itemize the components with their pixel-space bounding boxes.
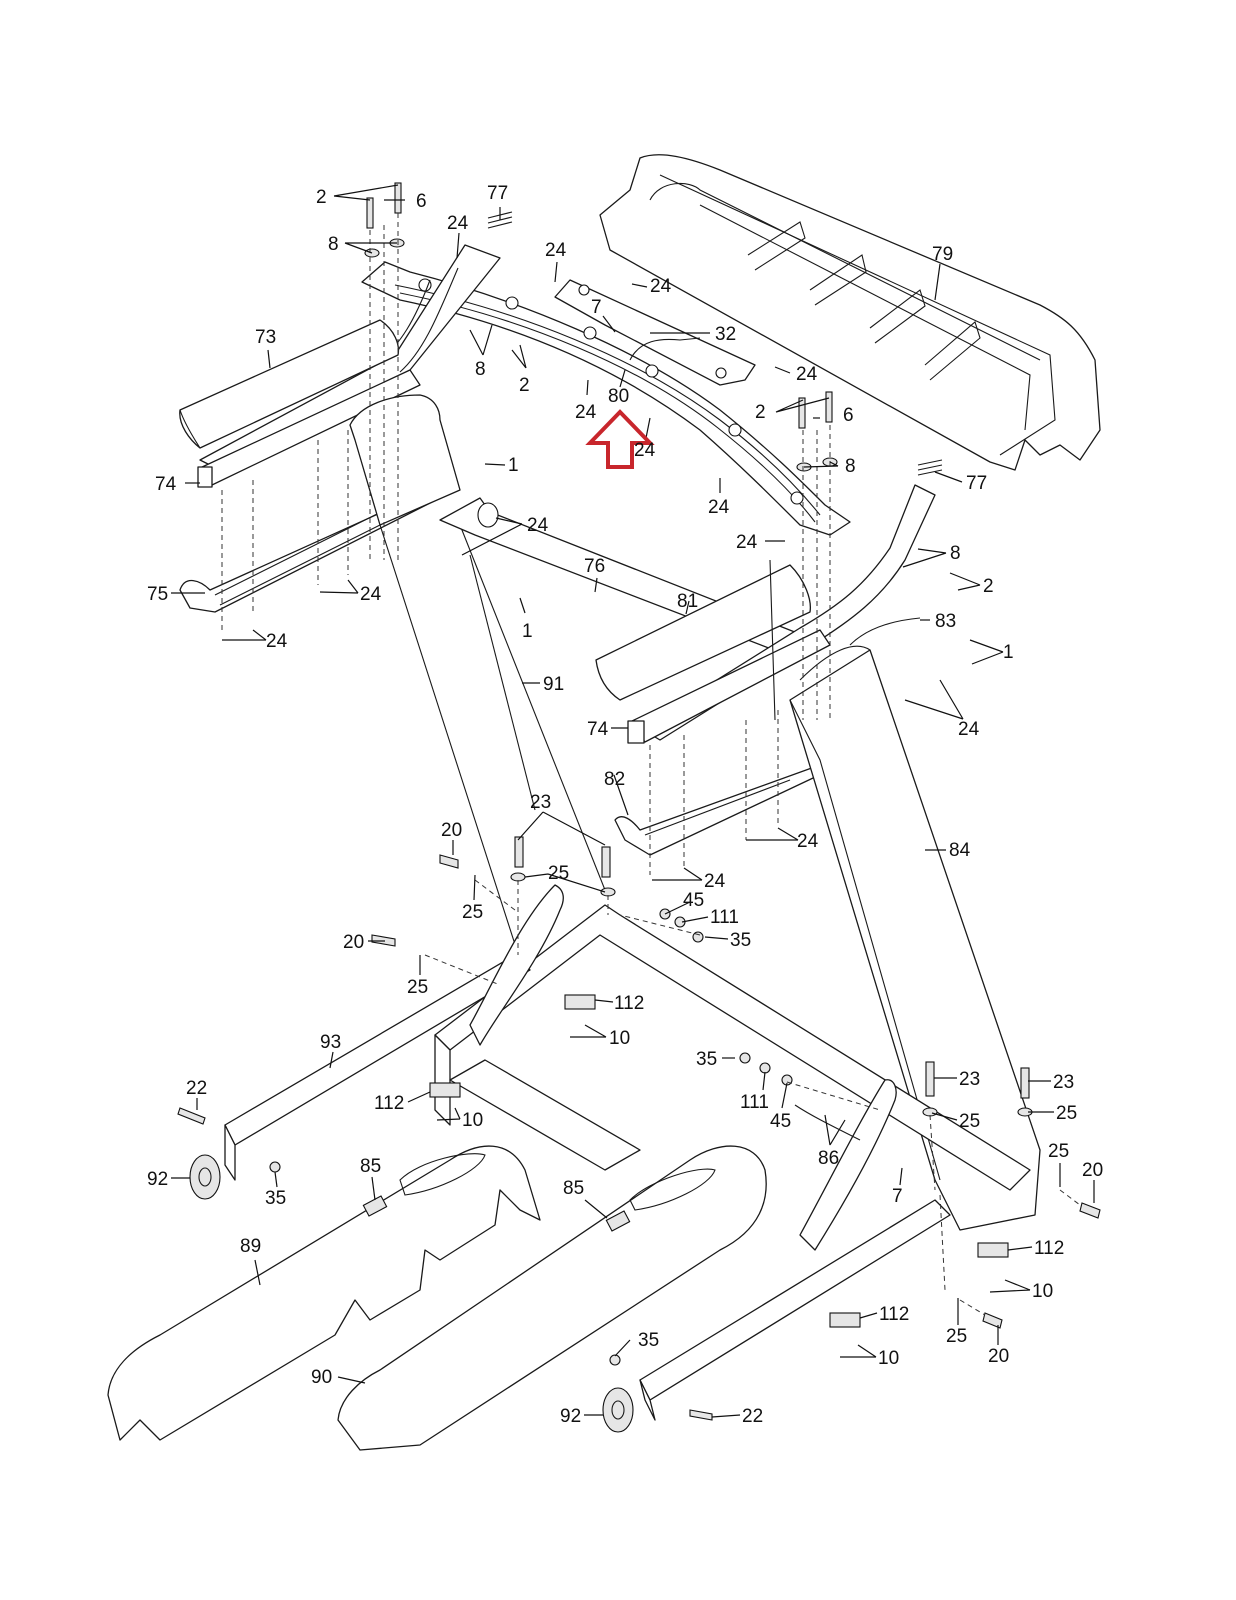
callout-24: 24	[736, 532, 758, 553]
callout-93: 93	[320, 1032, 341, 1053]
callout-91: 91	[543, 674, 564, 695]
callout-82: 82	[604, 769, 625, 790]
callout-6: 6	[843, 405, 854, 426]
callout-85: 85	[563, 1178, 584, 1199]
callout-85: 85	[360, 1156, 381, 1177]
callout-45: 45	[683, 890, 704, 911]
callout-10: 10	[609, 1028, 630, 1049]
right-upright	[595, 484, 1041, 1231]
callout-112: 112	[374, 1093, 404, 1114]
callout-84: 84	[949, 840, 971, 861]
callout-112: 112	[614, 993, 644, 1014]
callout-83: 83	[935, 611, 956, 632]
callout-92: 92	[147, 1169, 168, 1190]
callout-112: 112	[879, 1304, 909, 1325]
callout-25: 25	[462, 902, 483, 923]
callout-89: 89	[240, 1236, 261, 1257]
callout-8: 8	[845, 456, 856, 477]
callout-111: 111	[740, 1092, 769, 1113]
callout-25: 25	[548, 863, 569, 884]
callout-35: 35	[638, 1330, 659, 1351]
leader-lines	[171, 184, 1095, 1418]
callout-24: 24	[650, 276, 672, 297]
callout-24: 24	[527, 515, 549, 536]
callout-24: 24	[704, 871, 726, 892]
callout-7: 7	[591, 297, 602, 318]
callout-24: 24	[447, 213, 469, 234]
left-upright	[179, 244, 606, 961]
callout-80: 80	[608, 386, 629, 407]
callout-25: 25	[959, 1111, 980, 1132]
callout-25: 25	[1048, 1141, 1069, 1162]
callout-24: 24	[796, 364, 818, 385]
callout-74: 74	[587, 719, 609, 740]
callout-81: 81	[677, 591, 698, 612]
callout-8: 8	[950, 543, 961, 564]
callout-10: 10	[878, 1348, 899, 1369]
callout-24: 24	[360, 584, 382, 605]
callout-10: 10	[462, 1110, 483, 1131]
callout-76: 76	[584, 556, 605, 577]
callout-20: 20	[1082, 1160, 1103, 1181]
callout-24: 24	[797, 831, 819, 852]
callout-2: 2	[983, 576, 994, 597]
callout-6: 6	[416, 191, 427, 212]
callout-24: 24	[708, 497, 730, 518]
callout-112: 112	[1034, 1238, 1064, 1259]
highlight-arrow-icon	[585, 409, 655, 469]
callout-111: 111	[710, 907, 739, 928]
callout-20: 20	[343, 932, 364, 953]
callout-25: 25	[946, 1326, 967, 1347]
callout-24: 24	[545, 240, 567, 261]
callout-7: 7	[892, 1186, 903, 1207]
callout-24: 24	[634, 440, 656, 461]
callout-22: 22	[742, 1406, 763, 1427]
callout-32: 32	[715, 324, 736, 345]
callout-22: 22	[186, 1078, 207, 1099]
callout-24: 24	[958, 719, 980, 740]
callout-8: 8	[475, 359, 486, 380]
callout-1: 1	[522, 621, 533, 642]
callout-75: 75	[147, 584, 168, 605]
callout-45: 45	[770, 1111, 791, 1132]
callout-25: 25	[407, 977, 428, 998]
callout-1: 1	[508, 455, 519, 476]
callout-24: 24	[575, 402, 597, 423]
callout-2: 2	[316, 187, 327, 208]
callout-35: 35	[730, 930, 751, 951]
callout-23: 23	[959, 1069, 980, 1090]
callout-10: 10	[1032, 1281, 1053, 1302]
base-frame	[107, 884, 1031, 1451]
callout-35: 35	[265, 1188, 286, 1209]
callout-2: 2	[755, 402, 766, 423]
callout-74: 74	[155, 474, 177, 495]
callout-79: 79	[932, 244, 953, 265]
callout-92: 92	[560, 1406, 581, 1427]
callout-23: 23	[530, 792, 551, 813]
callout-90: 90	[311, 1367, 332, 1388]
part-79-console-tray	[599, 154, 1101, 471]
callout-20: 20	[441, 820, 462, 841]
callout-77: 77	[487, 183, 508, 204]
assembly-lines	[221, 213, 1081, 1316]
callout-25: 25	[1056, 1103, 1077, 1124]
callout-2: 2	[519, 375, 530, 396]
pin-77-b	[917, 459, 943, 476]
callout-35: 35	[696, 1049, 717, 1070]
callout-8: 8	[328, 234, 339, 255]
callout-1: 1	[1003, 642, 1014, 663]
callout-23: 23	[1053, 1072, 1074, 1093]
callout-20: 20	[988, 1346, 1009, 1367]
callout-24: 24	[266, 631, 288, 652]
callout-86: 86	[818, 1148, 839, 1169]
callout-labels: 2 6 77 8 24 24 24 79 7 32 73 8 2 24 80 2…	[147, 183, 1103, 1427]
callout-73: 73	[255, 327, 276, 348]
callout-77: 77	[966, 473, 987, 494]
